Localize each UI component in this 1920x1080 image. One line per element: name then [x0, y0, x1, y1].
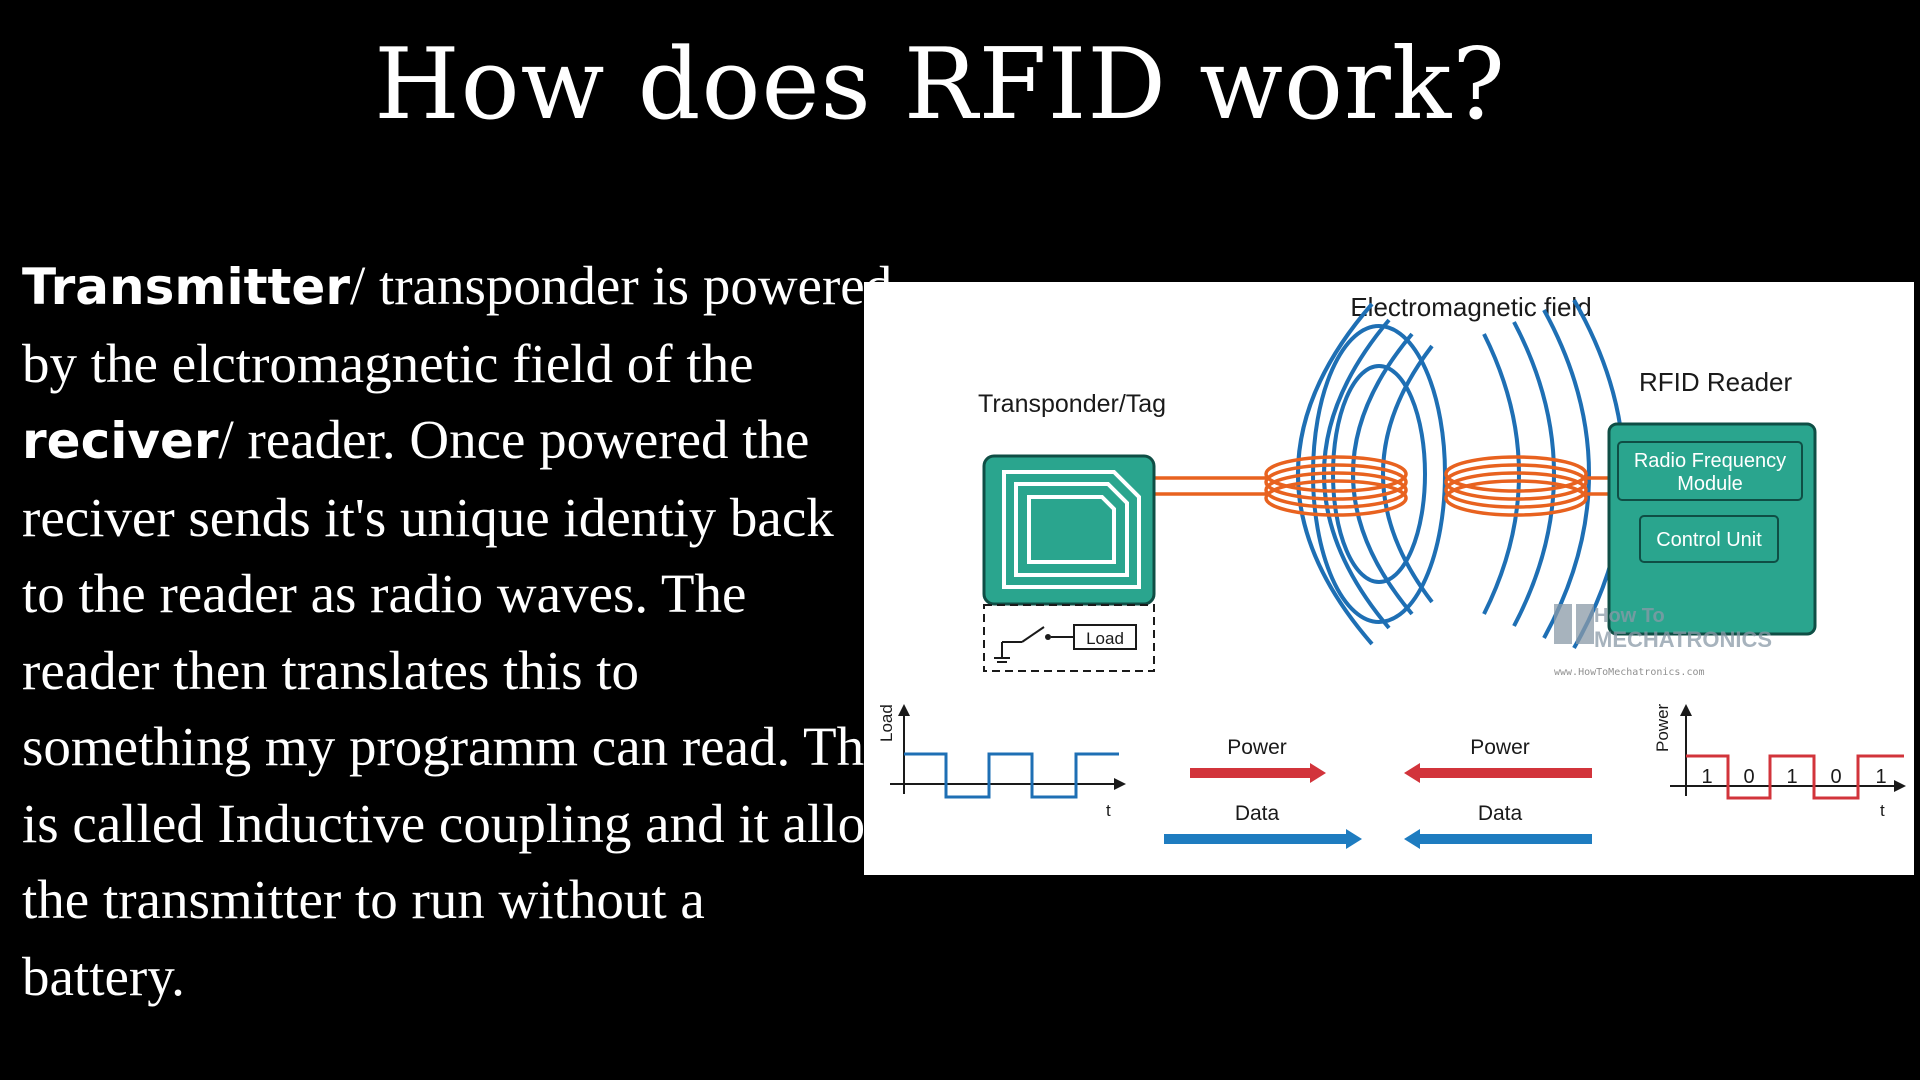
coil-left: [1264, 455, 1408, 517]
text-line: reciver sends it's unique identiy back: [22, 480, 872, 557]
watermark-url: www.HowToMechatronics.com: [1554, 667, 1705, 678]
left-power-label: Power: [1227, 736, 1287, 759]
signal-arrows: Power Data Power Data: [1164, 736, 1592, 849]
bit-label: 0: [1830, 766, 1841, 788]
load-graph-ylabel: Load: [877, 704, 896, 742]
bit-label: 0: [1743, 766, 1754, 788]
power-graph-xlabel: t: [1880, 801, 1885, 820]
load-circuit: Load: [983, 604, 1155, 672]
bit-label: 1: [1786, 766, 1797, 788]
power-graph-ylabel: Power: [1653, 703, 1672, 752]
text-line-content: to the reader as radio waves. The: [22, 563, 747, 624]
text-line-content: battery.: [22, 945, 185, 1007]
bit-label: 1: [1875, 766, 1886, 788]
load-graph: Load t: [877, 704, 1126, 820]
right-data-label: Data: [1478, 802, 1523, 825]
text-line-content: reciver sends it's unique identiy back: [22, 486, 834, 548]
control-unit-label: Control Unit: [1656, 529, 1762, 551]
rfid-diagram-svg: Electromagnetic field Transponder/Tag: [877, 292, 1906, 849]
text-line-content: / transponder is powered: [349, 255, 893, 316]
field-label: Electromagnetic field: [1350, 292, 1591, 322]
power-graph: Power t 1 0 1 0 1: [1653, 703, 1906, 820]
text-line-content: by the elctromagnetic field of the: [22, 332, 754, 394]
watermark-text-2: MECHATRONICS: [1594, 627, 1772, 652]
watermark-text-1: How To: [1594, 605, 1665, 627]
load-label: Load: [1086, 629, 1124, 648]
text-line: the transmitter to run without a: [22, 862, 872, 939]
slide-title: How does RFID work?: [374, 28, 1506, 142]
text-line: reader then translates this to: [22, 633, 872, 710]
rf-module-label-2: Module: [1677, 473, 1743, 495]
coil-leads: [1154, 476, 1609, 496]
text-line: to the reader as radio waves. The: [22, 556, 872, 633]
text-line-content: / reader. Once powered the: [218, 409, 810, 470]
bit-label: 1: [1701, 766, 1712, 788]
text-line: by the elctromagnetic field of the: [22, 326, 872, 403]
rfid-reader: Radio Frequency Module Control Unit: [1607, 422, 1817, 636]
text-line-content: the transmitter to run without a: [22, 869, 705, 930]
right-power-label: Power: [1470, 736, 1530, 759]
text-line-content: something my programm can read. This: [22, 716, 901, 777]
text-line: Transmitter/ transponder is powered: [22, 248, 892, 326]
transponder-tag: [982, 454, 1156, 606]
text-line: is called Inductive coupling and it allo…: [22, 786, 926, 863]
text-line-content: is called Inductive coupling and it allo…: [22, 792, 927, 854]
text-line: reciver/ reader. Once powered the: [22, 402, 872, 480]
rfid-diagram: Electromagnetic field Transponder/Tag: [864, 282, 1914, 875]
left-data-label: Data: [1235, 802, 1280, 825]
emphasis-term: Transmitter: [22, 258, 350, 316]
reader-label: RFID Reader: [1639, 367, 1792, 397]
text-line-content: reader then translates this to: [22, 639, 640, 701]
text-line: battery.: [22, 939, 872, 1016]
watermark-logo: How To MECHATRONICS www.HowToMechatronic…: [1554, 604, 1772, 678]
rf-module-label-1: Radio Frequency: [1634, 450, 1786, 472]
emphasis-term: reciver: [22, 412, 219, 470]
load-graph-xlabel: t: [1106, 801, 1111, 820]
text-line: something my programm can read. This: [22, 709, 901, 786]
tag-label: Transponder/Tag: [978, 390, 1166, 418]
coil-right: [1444, 455, 1588, 517]
